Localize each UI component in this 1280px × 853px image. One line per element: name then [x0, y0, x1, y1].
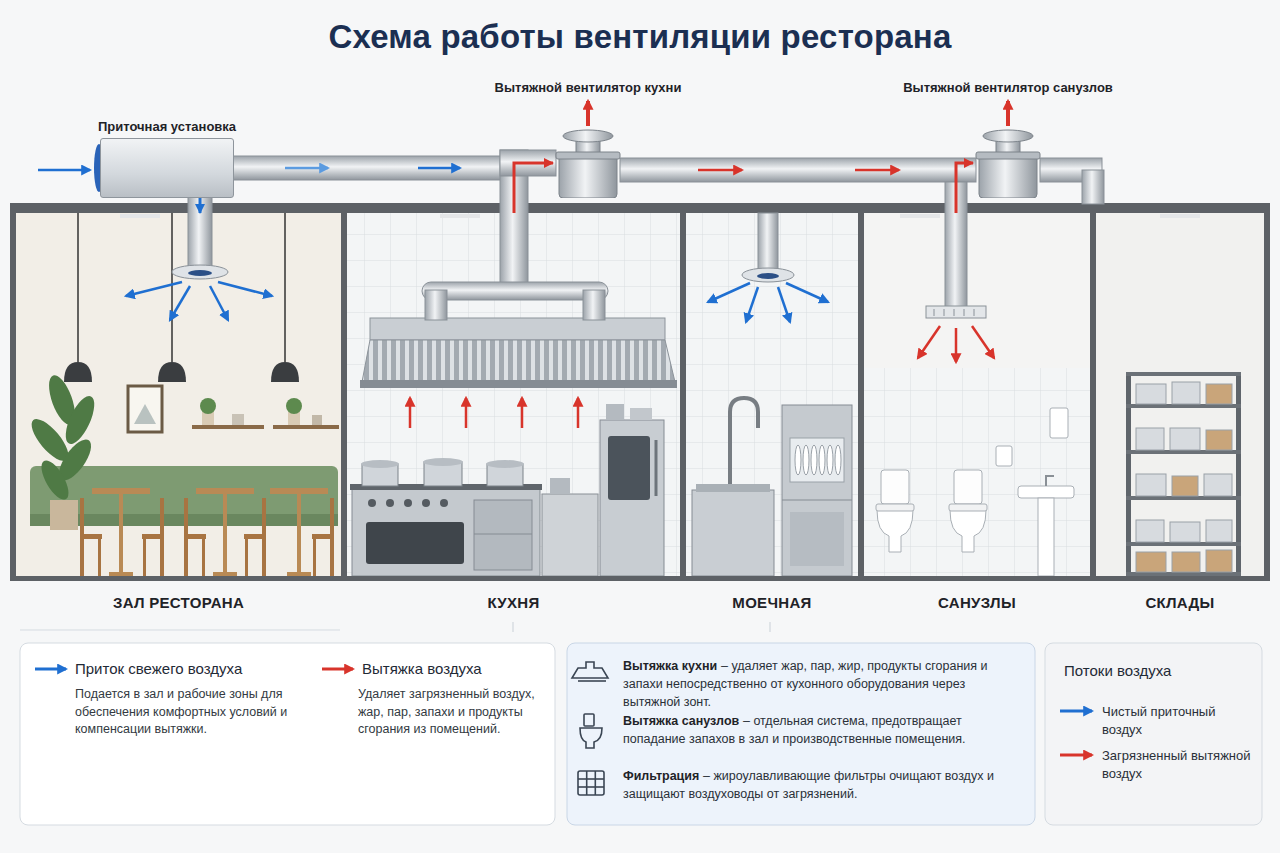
- airflow-connector: [514, 163, 553, 213]
- info-key: Вытяжка кухни: [623, 659, 717, 673]
- supply-unit: Приточная установка: [100, 138, 234, 198]
- room-label: МОЕЧНАЯ: [686, 594, 858, 611]
- panel-heading: Потоки воздуха: [1064, 662, 1249, 679]
- room-label: КУХНЯ: [347, 594, 680, 611]
- airflow-connector: [956, 163, 973, 213]
- info-key: Вытяжка санузлов: [623, 714, 739, 728]
- unit-label: Приточная установка: [98, 119, 236, 134]
- fan-shape: [553, 128, 623, 198]
- exhaust-fan: Вытяжной вентилятор кухни: [553, 128, 623, 198]
- legend-item: Чистый приточный воздух: [1102, 703, 1252, 738]
- info-panel: Вытяжка кухни– удаляет жар, пар, жир, пр…: [567, 643, 1035, 825]
- legend-item: Загрязненный вытяжной воздух: [1102, 747, 1252, 782]
- room-label: СКЛАДЫ: [1096, 594, 1264, 611]
- panel-heading: Вытяжка воздуха: [362, 660, 547, 677]
- room: ЗАЛ РЕСТОРАНА: [16, 213, 341, 576]
- info-item: Вытяжка кухни– удаляет жар, пар, жир, пр…: [623, 658, 1025, 711]
- room: СКЛАДЫ: [1096, 213, 1264, 576]
- legend-text: Загрязненный вытяжной воздух: [1102, 748, 1251, 781]
- legend-panel: Потоки воздухаЧистый приточный воздухЗаг…: [1045, 643, 1262, 825]
- info-item: Вытяжка санузлов– отдельная система, пре…: [623, 713, 1025, 749]
- room-label: САНУЗЛЫ: [864, 594, 1090, 611]
- legend-text: Чистый приточный воздух: [1102, 704, 1215, 737]
- room-label: ЗАЛ РЕСТОРАНА: [16, 594, 341, 611]
- info-item: Фильтрация– жироулавливающие фильтры очи…: [623, 768, 1025, 804]
- exhaust-fan: Вытяжной вентилятор санузлов: [973, 128, 1043, 198]
- fan-shape: [973, 128, 1043, 198]
- room: МОЕЧНАЯ: [686, 213, 858, 576]
- legend-panel: Приток свежего воздухаПодается в зал и р…: [20, 643, 555, 825]
- panel-text: Удаляет загрязненный воздух, жар, пар, з…: [358, 686, 548, 739]
- panel-text: Подается в зал и рабочие зоны для обеспе…: [75, 686, 315, 739]
- diagram-title: Схема работы вентиляции ресторана: [0, 18, 1280, 56]
- info-key: Фильтрация: [623, 769, 699, 783]
- airflow-connector: [199, 198, 202, 213]
- fan-label: Вытяжной вентилятор санузлов: [903, 80, 1113, 95]
- room: САНУЗЛЫ: [864, 213, 1090, 576]
- fan-label: Вытяжной вентилятор кухни: [495, 80, 682, 95]
- room: КУХНЯ: [347, 213, 680, 576]
- panel-heading: Приток свежего воздуха: [75, 660, 315, 677]
